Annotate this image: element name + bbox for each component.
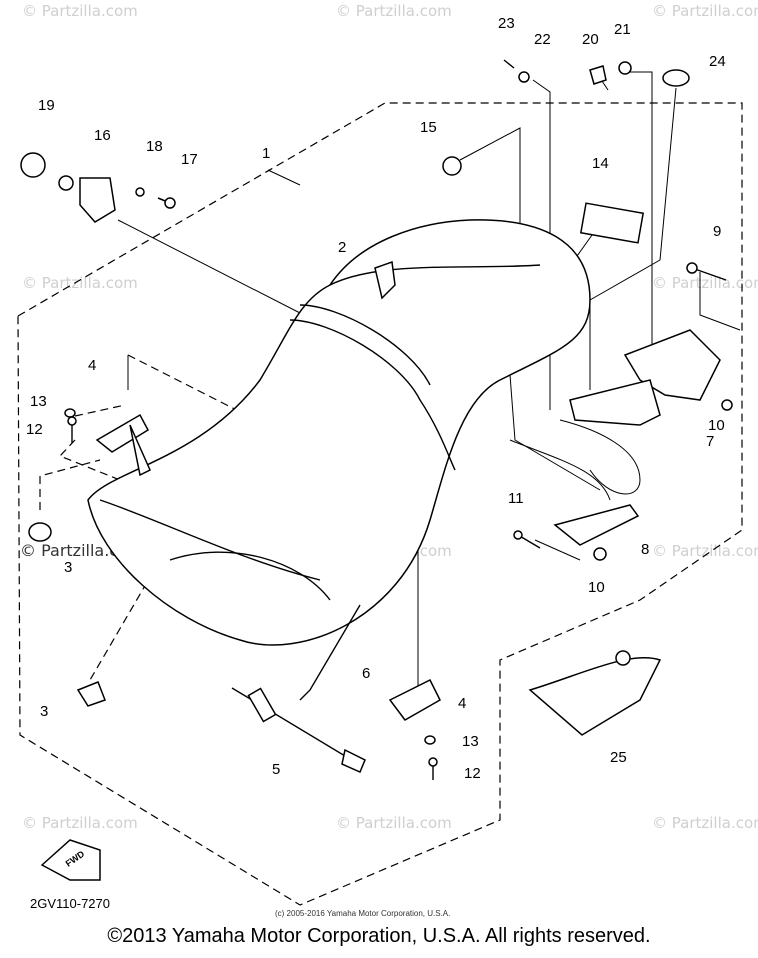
- watermark: © Partzilla.com: [652, 542, 758, 560]
- cap-part: [20, 152, 46, 178]
- callout-9: 9: [713, 223, 721, 240]
- watermark: © Partzilla.com: [336, 2, 452, 20]
- seat: [87, 219, 641, 646]
- bracket-part: [553, 504, 640, 546]
- seat-bracket: [388, 678, 441, 721]
- callout-8: 8: [641, 541, 649, 558]
- callout-7: 7: [706, 433, 714, 450]
- callout-5: 5: [272, 761, 280, 778]
- callout-23: 23: [498, 15, 515, 32]
- footer-copyright: ©2013 Yamaha Motor Corporation, U.S.A. A…: [107, 925, 651, 947]
- watermark: © Partzilla.com: [652, 274, 758, 292]
- plate-part: [579, 202, 645, 244]
- watermark: © Partzilla.com: [22, 814, 138, 832]
- callout-17: 17: [181, 151, 198, 168]
- callout-21: 21: [614, 21, 631, 38]
- callout-24: 24: [709, 53, 726, 70]
- callout-18: 18: [146, 138, 163, 155]
- watermark: © Partzilla.com: [22, 274, 138, 292]
- watermark: © Partzilla.com: [336, 814, 452, 832]
- callout-2: 2: [338, 239, 346, 256]
- watermark: © Partzilla.com: [652, 2, 758, 20]
- pouch-part: [528, 656, 662, 736]
- wire-part: [299, 604, 361, 701]
- callout-15: 15: [420, 119, 437, 136]
- callout-22: 22: [534, 31, 551, 48]
- lock-part: [79, 177, 116, 223]
- callout-3: 3: [40, 703, 48, 720]
- callout-3: 3: [64, 559, 72, 576]
- strap-part: [374, 260, 396, 300]
- diagram-code: 2GV110-7270: [30, 896, 110, 911]
- callout-10: 10: [708, 417, 725, 434]
- watermark: © Partzilla.com: [22, 2, 138, 20]
- callout-13: 13: [30, 393, 47, 410]
- disc-part: [662, 69, 690, 87]
- callout-20: 20: [582, 31, 599, 48]
- rubber-part: [28, 522, 52, 542]
- callout-4: 4: [458, 695, 466, 712]
- fwd-arrow-icon: [40, 839, 101, 881]
- callout-16: 16: [94, 127, 111, 144]
- watermark: © Partzilla.com: [652, 814, 758, 832]
- callout-13: 13: [462, 733, 479, 750]
- callout-6: 6: [362, 665, 370, 682]
- leader-box: [39, 459, 101, 510]
- callout-10: 10: [588, 579, 605, 596]
- seat-bracket: [95, 413, 149, 453]
- parts: [20, 59, 733, 881]
- callout-25: 25: [610, 749, 627, 766]
- nut-part: [442, 156, 462, 176]
- callouts: 1 2 3 3 4 4 5 6 7 8 9 10 10 11 12 12 13 …: [26, 15, 726, 782]
- small-copyright: (c) 2005-2016 Yamaha Motor Corporation, …: [275, 909, 450, 918]
- callout-12: 12: [464, 765, 481, 782]
- callout-19: 19: [38, 97, 55, 114]
- callout-4: 4: [88, 357, 96, 374]
- callout-12: 12: [26, 421, 43, 438]
- assembly-boundary: [17, 102, 743, 906]
- callout-11: 11: [508, 490, 524, 507]
- rubber-part: [76, 681, 106, 707]
- callout-1: 1: [262, 145, 270, 162]
- callout-14: 14: [592, 155, 609, 172]
